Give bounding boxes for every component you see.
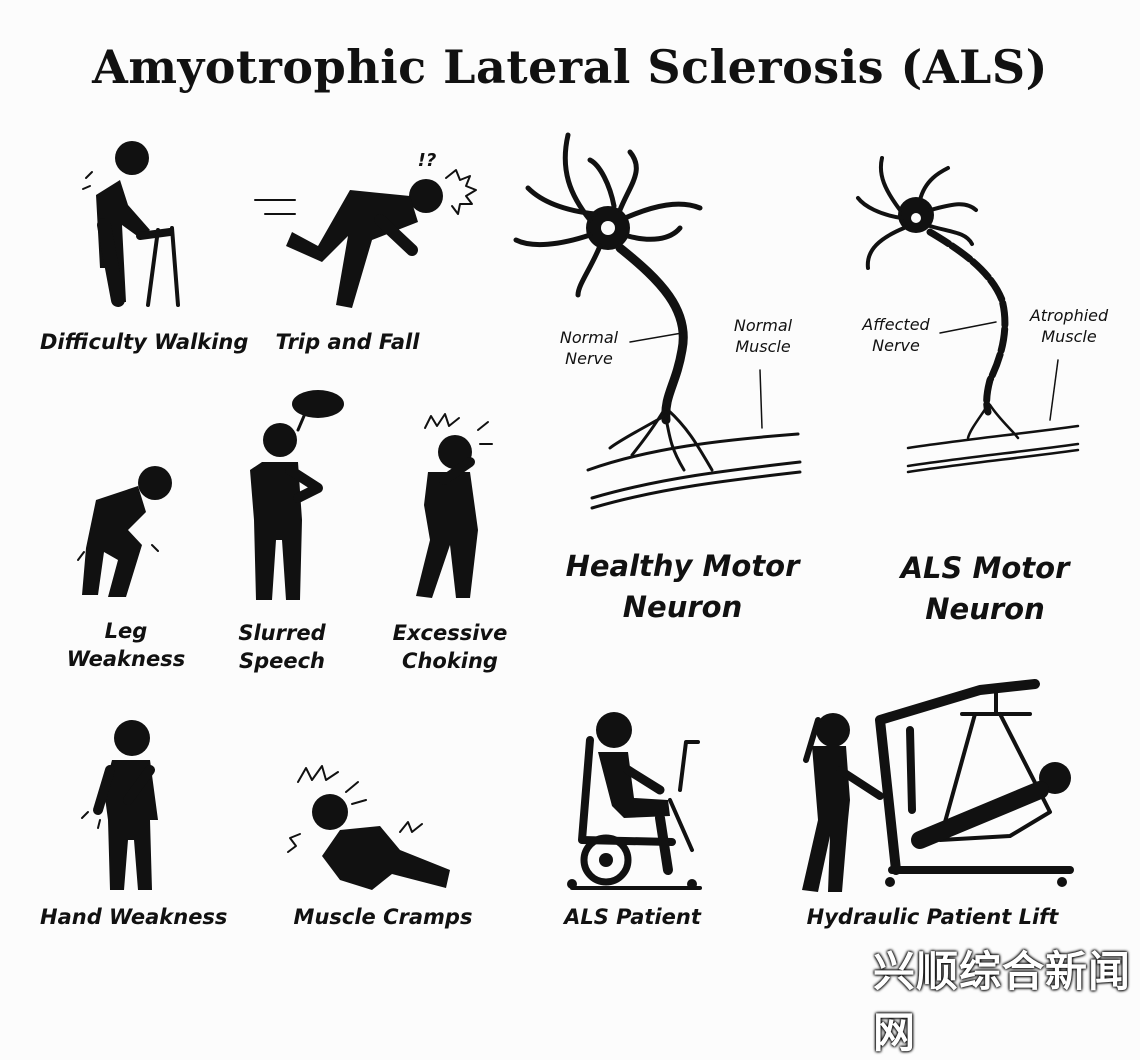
trip-exclamation: !? bbox=[417, 150, 437, 171]
healthy-nerve-label-line1: Normal bbox=[559, 328, 619, 347]
label-leg-weakness-line2: Weakness bbox=[66, 647, 186, 671]
als-muscle-label-line1: Atrophied bbox=[1029, 306, 1109, 325]
healthy-nerve-label-line2: Nerve bbox=[565, 349, 613, 368]
page-title: Amyotrophic Lateral Sclerosis (ALS) bbox=[92, 40, 1048, 94]
hand-weakness-icon bbox=[81, 720, 158, 890]
als-muscle-label-line2: Muscle bbox=[1041, 327, 1097, 346]
label-slurred-speech-line2: Speech bbox=[238, 649, 326, 673]
watermark: 兴顺综合新闻网 bbox=[873, 947, 1132, 1057]
healthy-neuron-caption-line1: Healthy Motor bbox=[565, 549, 800, 583]
label-muscle-cramps: Muscle Cramps bbox=[293, 905, 473, 929]
wheelchair-patient-icon bbox=[567, 712, 702, 890]
label-trip-and-fall: Trip and Fall bbox=[275, 330, 420, 354]
trip-and-fall-icon bbox=[254, 169, 477, 308]
healthy-neuron-caption-line2: Neuron bbox=[622, 590, 743, 624]
slurred-speech-icon bbox=[250, 390, 344, 600]
label-slurred-speech-line1: Slurred bbox=[238, 621, 326, 645]
healthy-neuron-illustration bbox=[513, 132, 802, 510]
label-leg-weakness-line1: Leg bbox=[104, 619, 148, 643]
als-neuron-illustration bbox=[856, 156, 1080, 474]
healthy-muscle-label-line1: Normal bbox=[733, 316, 793, 335]
illustration-canvas bbox=[77, 132, 1080, 892]
als-neuron-caption-line2: Neuron bbox=[925, 592, 1045, 626]
excessive-choking-icon bbox=[416, 413, 493, 598]
als-neuron-caption-line1: ALS Motor bbox=[900, 551, 1070, 585]
als-nerve-label-line2: Nerve bbox=[872, 336, 920, 355]
label-excessive-choking-line1: Excessive bbox=[392, 621, 508, 645]
leg-weakness-icon bbox=[77, 466, 172, 597]
label-als-patient: ALS Patient bbox=[564, 905, 701, 929]
hydraulic-lift-icon bbox=[802, 679, 1074, 892]
label-excessive-choking-line2: Choking bbox=[402, 649, 498, 673]
muscle-cramps-icon bbox=[287, 765, 450, 890]
healthy-muscle-label-line2: Muscle bbox=[735, 337, 791, 356]
label-hydraulic-patient-lift: Hydraulic Patient Lift bbox=[806, 905, 1059, 929]
als-nerve-label-line1: Affected bbox=[862, 315, 930, 334]
difficulty-walking-icon bbox=[82, 141, 180, 307]
label-hand-weakness: Hand Weakness bbox=[40, 905, 228, 929]
label-difficulty-walking: Difficulty Walking bbox=[40, 330, 249, 354]
